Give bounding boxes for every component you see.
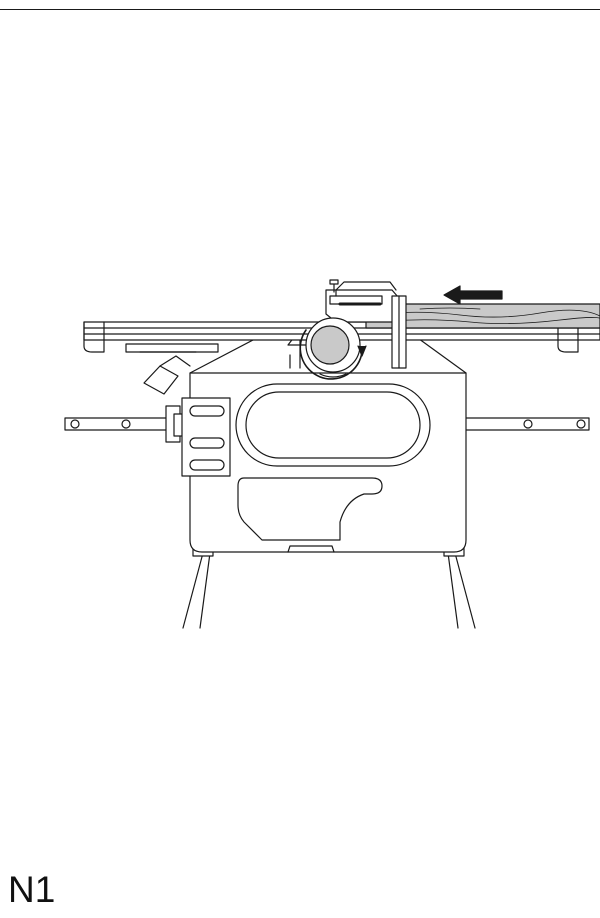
feed-direction-arrow-icon	[443, 285, 503, 305]
saw-blade	[299, 317, 367, 380]
header-rule	[0, 9, 600, 10]
dust-port	[143, 355, 191, 395]
oval-window	[235, 383, 431, 467]
table-saw-illustration	[0, 270, 600, 630]
side-handwheel	[165, 397, 231, 477]
figure-label: N1	[8, 869, 56, 910]
lower-recess	[237, 477, 383, 541]
blade-guard	[325, 279, 407, 369]
